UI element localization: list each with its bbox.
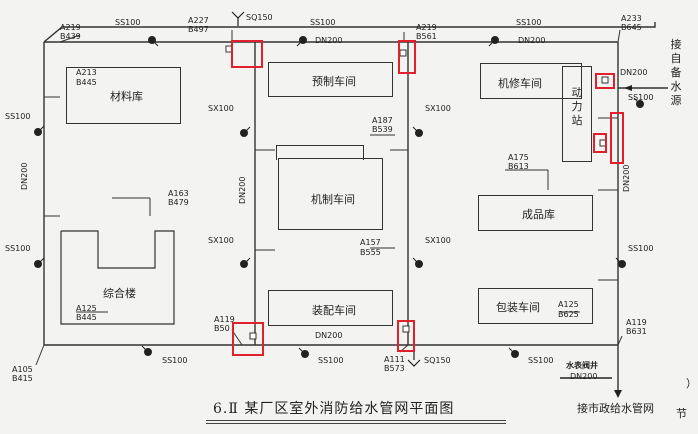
elevation-label: A233 [621, 14, 642, 23]
hydrant-label: SQ150 [246, 13, 273, 22]
power-station-label: 动力站 [571, 86, 583, 127]
elevation-label: B631 [626, 327, 647, 336]
elevation-label: B445 [76, 78, 97, 87]
caption-underline [206, 420, 506, 421]
hydrant-label: SX100 [425, 236, 451, 245]
building-prefab-workshop [268, 62, 393, 97]
elevation-label: A213 [76, 68, 97, 77]
highlight-valve [232, 322, 264, 356]
hydrant-label: SS100 [628, 244, 654, 253]
highlight-valve [610, 112, 624, 164]
valve [249, 332, 257, 340]
hydrants [34, 36, 644, 358]
elevation-label: B539 [372, 125, 393, 134]
elevation-label: A219 [416, 23, 437, 32]
elevation-label: B50 [214, 324, 230, 333]
elevation-label: A111 [384, 355, 405, 364]
elevation-label: B561 [416, 32, 437, 41]
elevation-label: B645 [621, 23, 642, 32]
building-repair-workshop [480, 63, 582, 99]
elevation-label: B555 [360, 248, 381, 257]
elevation-label: A105 [12, 365, 33, 374]
elevation-label: A119 [214, 315, 235, 324]
valve [402, 325, 410, 333]
elevation-label: A119 [626, 318, 647, 327]
hydrant-label: SS100 [162, 356, 188, 365]
building-material-store [66, 67, 181, 124]
elevation-label: B415 [12, 374, 33, 383]
highlight-valve [397, 320, 415, 352]
hydrant-label: SS100 [115, 18, 141, 27]
prefab-workshop-label: 预制车间 [312, 75, 356, 88]
highlight-valve [595, 73, 615, 89]
pipe-size-label: DN200 [518, 36, 546, 45]
elevation-label: A125 [558, 300, 579, 309]
elevation-label: A175 [508, 153, 529, 162]
material-store-label: 材料库 [110, 90, 143, 103]
highlight-valve [398, 40, 416, 74]
machining-workshop-label: 机制车间 [311, 193, 355, 206]
elevation-label: A187 [372, 116, 393, 125]
hydrant-label: SS100 [516, 18, 542, 27]
highlight-valve [231, 40, 263, 68]
elevation-label: B613 [508, 162, 529, 171]
complex-building-label: 综合楼 [103, 287, 136, 300]
hydrant-label: SS100 [528, 356, 554, 365]
edge-fragment: 节 [676, 407, 687, 420]
elevation-label: A163 [168, 189, 189, 198]
hydrant-label: SS100 [628, 93, 654, 102]
elevation-label: A227 [188, 16, 209, 25]
building-power-station [562, 66, 592, 162]
hydrant-label: SS100 [5, 244, 31, 253]
caption-underline [206, 423, 506, 424]
edge-fragment: ） [686, 377, 697, 390]
elevation-label: B625 [558, 310, 579, 319]
highlight-valve [593, 133, 607, 153]
city-main-note: 接市政给水管网 [577, 402, 654, 415]
building-packing-workshop [478, 288, 593, 324]
hydrant-label: SS100 [5, 112, 31, 121]
building-assembly-workshop [268, 290, 393, 326]
pipe-size-label: DN200 [620, 68, 648, 77]
pipe-size-label: DN200 [315, 36, 343, 45]
assembly-workshop-label: 装配车间 [312, 304, 356, 317]
pipe-size-label: DN200 [570, 372, 598, 381]
packing-workshop-label: 包装车间 [496, 301, 540, 314]
pipe-size-label-vertical: DN200 [622, 164, 631, 192]
elevation-label: B573 [384, 364, 405, 373]
hydrant-label: SS100 [318, 356, 344, 365]
machining-workshop-annex [276, 145, 364, 160]
valve [601, 76, 609, 84]
valve [399, 49, 407, 57]
repair-workshop-label: 机修车间 [498, 77, 542, 90]
hydrant-label: SX100 [208, 104, 234, 113]
main-pipe-loop [43, 22, 668, 395]
water-source-note: 接自备水源 [670, 38, 682, 107]
hydrant-label: SX100 [425, 104, 451, 113]
elevation-label: B479 [168, 198, 189, 207]
elevation-label: A125 [76, 304, 97, 313]
product-store-label: 成品库 [522, 208, 555, 221]
hydrant-label: SQ150 [424, 356, 451, 365]
elevation-label: B445 [76, 313, 97, 322]
building-complex [60, 230, 175, 325]
pipe-size-label-vertical: DN200 [238, 176, 247, 204]
hydrant-label: SX100 [208, 236, 234, 245]
pipe-size-label-vertical: DN200 [20, 162, 29, 190]
elevation-label: B439 [60, 32, 81, 41]
building-machining-workshop [278, 158, 383, 230]
hydrant-label: SS100 [310, 18, 336, 27]
meter-well-note: 水表阀井 [566, 361, 598, 370]
elevation-label: B497 [188, 25, 209, 34]
elevation-label: A219 [60, 23, 81, 32]
pipe-size-label: DN200 [315, 331, 343, 340]
elevation-label: A157 [360, 238, 381, 247]
figure-caption: 6.Ⅱ 某厂区室外消防给水管网平面图 [213, 401, 455, 417]
building-product-store [478, 195, 593, 231]
